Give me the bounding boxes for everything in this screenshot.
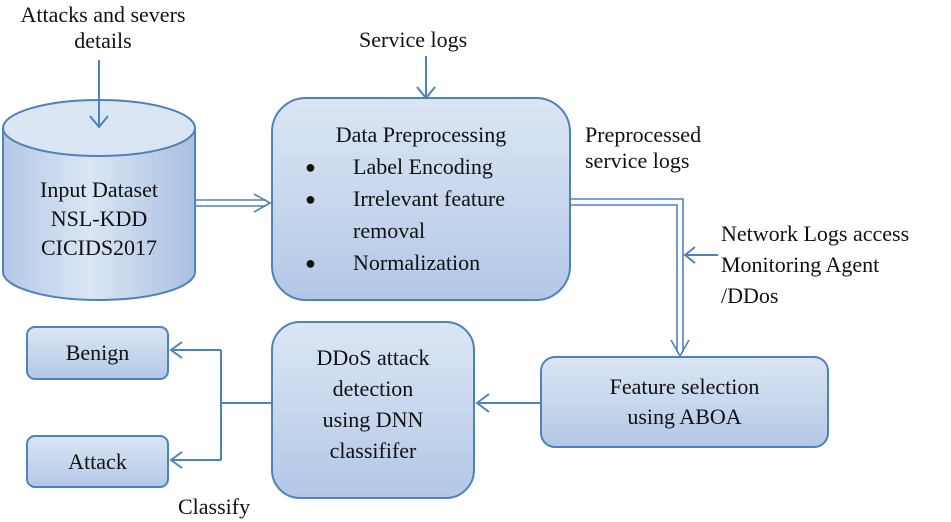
detection-line1: DDoS attack — [316, 345, 430, 370]
dataset-to-preprocessing-arrow — [196, 193, 272, 213]
network-logs-label: Network Logs access Monitoring Agent /DD… — [721, 218, 909, 311]
preprocessed-line2: service logs — [585, 148, 690, 173]
feature-to-detection-arrow — [475, 393, 540, 413]
benign-label: Benign — [65, 340, 130, 365]
service-logs-arrow — [416, 56, 436, 100]
feature-selection-line2: using ABOA — [627, 404, 742, 429]
preprocessing-list: ● Label Encoding ● Irrelevant feature re… — [303, 151, 505, 279]
bullet-icon: ● — [305, 189, 316, 209]
bullet-icon: ● — [305, 157, 316, 177]
bullet-icon: ● — [305, 253, 316, 273]
feature-selection-box — [540, 356, 829, 448]
attacks-details-label: Attacks and severs details — [0, 2, 206, 54]
attacks-input-arrow — [89, 60, 109, 129]
attacks-details-line1: Attacks and severs — [20, 2, 186, 27]
dataset-cicids2017: CICIDS2017 — [40, 235, 158, 260]
classify-arrows — [169, 341, 271, 469]
network-line2: Monitoring Agent — [721, 252, 880, 277]
classify-label: Classify — [178, 494, 251, 519]
ddos-detection-text: DDoS attack detection using DNN classifi… — [272, 342, 474, 466]
detection-line4: classififer — [329, 438, 417, 463]
preprocessing-title: Data Preprocessing — [335, 122, 507, 147]
feature-selection-line1: Feature selection — [609, 374, 760, 399]
network-line3: /DDos — [721, 283, 779, 308]
preprocessing-item: ● Label Encoding — [303, 151, 505, 183]
preprocessing-item: ● Normalization — [303, 247, 505, 279]
dataset-nsl-kdd: NSL-KDD — [50, 206, 148, 231]
attacks-details-line2: details — [74, 28, 132, 53]
ddos-detection-box — [271, 321, 475, 499]
preprocessing-item: ● Irrelevant feature — [303, 183, 505, 215]
data-preprocessing-box — [271, 97, 571, 301]
preprocessed-line1: Preprocessed — [585, 122, 702, 147]
input-dataset-text: Input Dataset NSL-KDD CICIDS2017 — [3, 175, 195, 262]
preprocessed-logs-label: Preprocessed service logs — [585, 122, 701, 174]
item-removal: removal — [353, 218, 426, 243]
item-irrelevant-feature: Irrelevant feature — [353, 186, 506, 211]
preprocessing-to-feature-arrow — [571, 198, 690, 358]
feature-selection-text: Feature selection using ABOA — [541, 372, 828, 432]
detection-line3: using DNN — [322, 407, 424, 432]
network-line1: Network Logs access — [721, 221, 910, 246]
attack-label: Attack — [68, 449, 127, 474]
dataset-title: Input Dataset — [40, 177, 158, 202]
item-normalization: Normalization — [353, 250, 481, 275]
detection-line2: detection — [332, 376, 414, 401]
network-logs-arrow — [683, 246, 718, 264]
attack-box — [26, 435, 169, 488]
preprocessing-item: removal — [303, 215, 505, 247]
service-logs-label: Service logs — [359, 27, 468, 52]
item-label-encoding: Label Encoding — [353, 154, 493, 179]
benign-box — [26, 326, 169, 380]
